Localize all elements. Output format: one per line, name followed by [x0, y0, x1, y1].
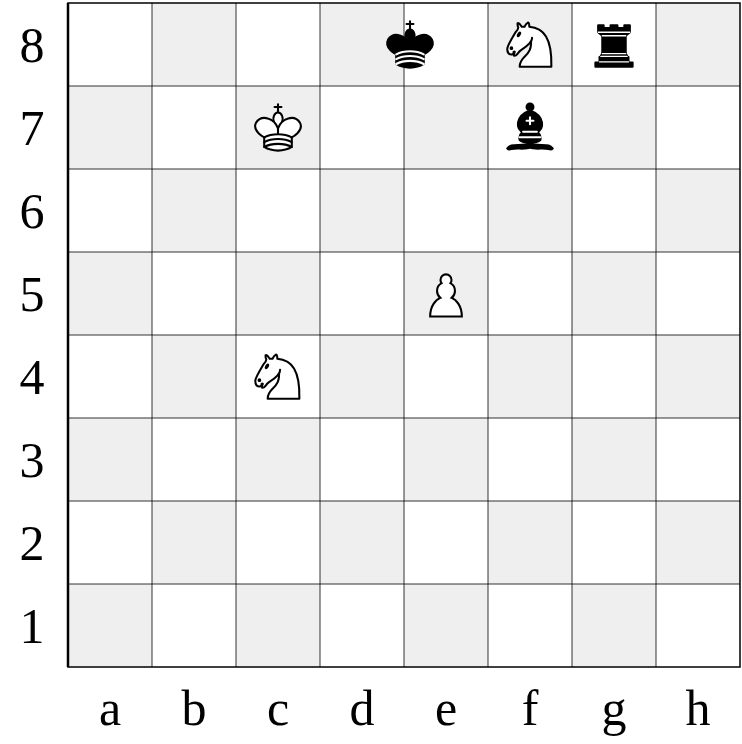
rank-label: 8 [20, 20, 45, 70]
rank-label: 5 [20, 269, 45, 319]
black-king [387, 21, 433, 67]
file-label: d [350, 683, 375, 733]
white-pawn [430, 274, 462, 316]
black-bishop [507, 104, 552, 150]
file-label: f [522, 683, 539, 733]
rank-label: 6 [20, 186, 45, 236]
rank-label: 4 [20, 352, 45, 402]
file-label: c [267, 683, 289, 733]
board-border [68, 3, 740, 667]
file-label: g [602, 683, 627, 733]
rank-label: 2 [20, 518, 45, 568]
rank-label: 3 [20, 435, 45, 485]
white-king [255, 104, 301, 150]
black-rook [595, 25, 632, 66]
board-edge [67, 3, 70, 667]
file-label: b [182, 683, 207, 733]
rank-label: 1 [20, 601, 45, 651]
white-knight [507, 23, 551, 67]
file-label: e [435, 683, 457, 733]
file-label: a [99, 683, 121, 733]
rank-label: 7 [20, 103, 45, 153]
board-squares [68, 3, 740, 667]
grid-lines [68, 3, 740, 667]
white-knight [255, 355, 299, 399]
file-label: h [686, 683, 711, 733]
